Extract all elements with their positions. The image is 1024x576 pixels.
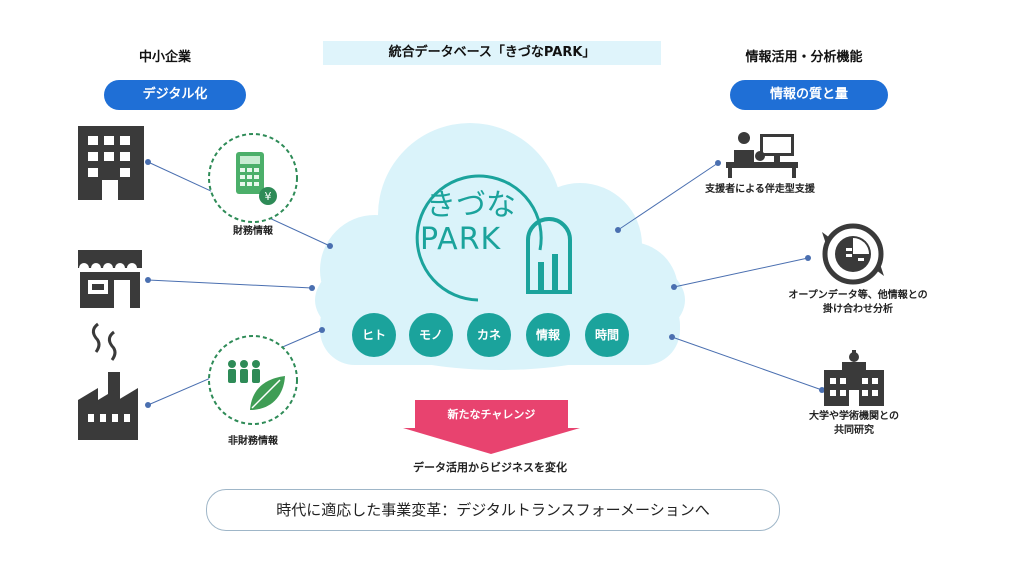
calculator-icon: ¥ (236, 152, 277, 205)
transformation-box: 時代に適応した事業変革：デジタルトランスフォーメーションへ (206, 489, 780, 531)
office-building-icon (78, 126, 144, 200)
right-pill: 情報の質と量 (730, 80, 888, 110)
resource-hito: ヒト (352, 313, 396, 357)
right-heading: 情報活用・分析機能 (745, 50, 863, 65)
logo-line1: きづな (426, 188, 516, 223)
challenge-label: 新たなチャレンジ (447, 408, 536, 421)
challenge-subtitle: データ活用からビジネスを変化 (413, 461, 567, 474)
svg-text:¥: ¥ (265, 190, 272, 203)
resource-mono: モノ (409, 313, 453, 357)
right-connector-dots (615, 160, 825, 393)
non-financial-caption: 非財務情報 (228, 436, 278, 447)
supporter-desk-icon (726, 132, 798, 178)
left-connector-dots (145, 159, 333, 408)
right-item-3-line1: 大学や学術機関との (809, 411, 899, 422)
right-item-2-line1: オープンデータ等、他情報との (788, 290, 928, 301)
left-pill: デジタル化 (104, 80, 246, 110)
resource-kane: カネ (467, 313, 511, 357)
logo-line2: PARK (420, 222, 502, 257)
right-item-3-line2: 共同研究 (834, 425, 874, 436)
people-leaf-icon (228, 360, 285, 410)
right-item-2-line2: 掛け合わせ分析 (823, 304, 893, 315)
center-title: 統合データベース「きづなPARK」 (323, 41, 661, 65)
university-building-icon (824, 350, 884, 406)
kizuna-logo-graphic (415, 174, 572, 302)
resource-joho: 情報 (526, 313, 570, 357)
challenge-arrow (403, 400, 580, 454)
right-item-1-line1: 支援者による伴走型支援 (705, 184, 815, 195)
factory-icon (78, 322, 138, 440)
shop-icon (78, 250, 142, 308)
left-heading: 中小企業 (138, 50, 191, 65)
right-connectors (617, 162, 823, 391)
financial-caption: 財務情報 (233, 226, 273, 237)
analysis-chart-icon (822, 223, 884, 285)
resource-jikan: 時間 (585, 313, 629, 357)
